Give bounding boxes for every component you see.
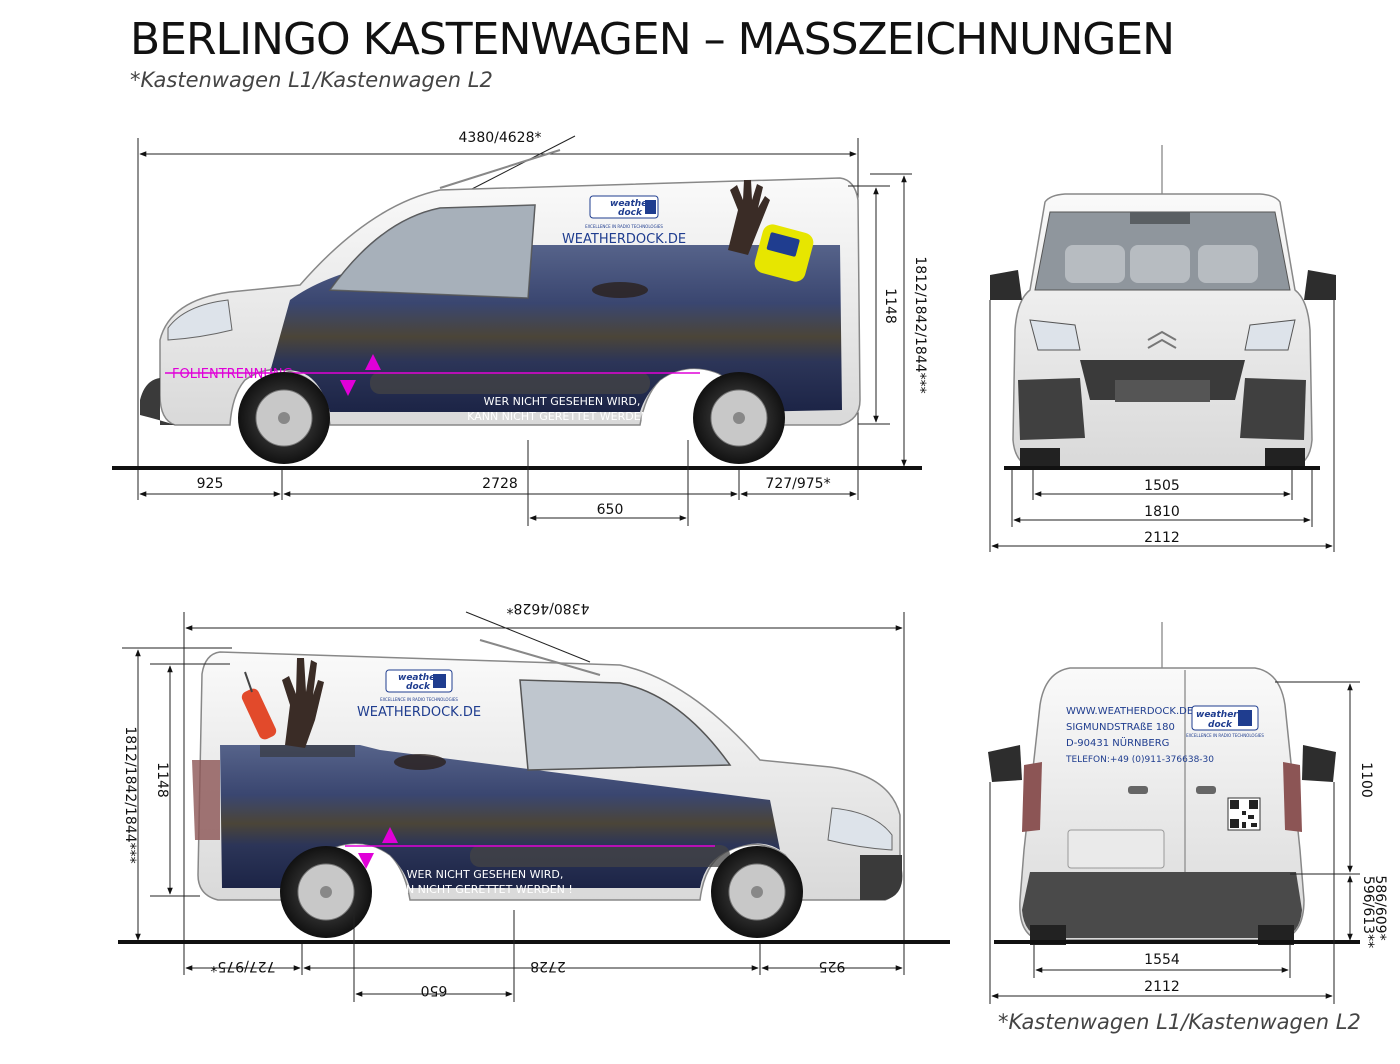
side-right-brand-logo: weather dock EXCELLENCE IN RADIO TECHNOL…: [380, 669, 458, 702]
side-right-taillight: [192, 760, 220, 840]
page-subtitle: *Kastenwagen L1/Kastenwagen L2: [130, 68, 493, 92]
rear-door-height-label: 1100: [1358, 762, 1374, 798]
side-left-swimmer: [592, 282, 648, 298]
side-right-wheelbase-label: 2728: [530, 958, 566, 974]
front-logo-icon: [1147, 330, 1177, 349]
front-headlight-right: [1244, 319, 1296, 351]
rear-contact-street: SIGMUNDSTRAßE 180: [1066, 722, 1175, 733]
side-right-length-label: 4380/4628*: [507, 600, 590, 616]
side-left-headlight: [167, 299, 233, 341]
side-right-front-overhang-label: 925: [819, 958, 846, 974]
side-left-window: [328, 204, 536, 299]
front-headlight-left: [1029, 319, 1081, 351]
side-right-slogan-line1: WER NICHT GESEHEN WIRD,: [407, 868, 564, 881]
front-mirror-left: [990, 270, 1022, 300]
rear-plate-area: [1067, 829, 1165, 869]
front-track-label: 1505: [1144, 478, 1180, 494]
rear-sill-height2-label: 596/613**: [1360, 876, 1376, 948]
side-left-total-height-label: 1812/1842/1844***: [912, 256, 928, 393]
side-left-hand: [728, 180, 770, 255]
front-width-mirrors-label: 2112: [1144, 530, 1180, 546]
side-right-brand-url: WEATHERDOCK.DE: [357, 705, 481, 720]
svg-text:dock: dock: [406, 682, 431, 692]
side-left-brand-url: WEATHERDOCK.DE: [562, 232, 686, 247]
side-left-arrow-down: [340, 380, 356, 396]
side-right-hand: [282, 658, 324, 748]
side-right-rear-overhang-label: 727/975*: [210, 958, 275, 974]
rear-qr-code-icon: [1227, 797, 1261, 831]
side-left-slogan-line2: KANN NICHT GERETTET WERDEN !: [467, 410, 657, 423]
rear-contact-url: WWW.WEATHERDOCK.DE: [1066, 706, 1193, 717]
rear-bumper: [1022, 872, 1302, 938]
svg-text:dock: dock: [1208, 720, 1233, 730]
side-left-arrow-up: [365, 354, 381, 370]
front-width-label: 1810: [1144, 504, 1180, 520]
svg-text:weather: weather: [398, 673, 440, 683]
side-left-slogan-line1: WER NICHT GESEHEN WIRD,: [484, 395, 641, 408]
rear-contact-city: D-90431 NÜRNBERG: [1066, 736, 1169, 749]
side-left-door-width-label: 650: [597, 502, 624, 518]
side-left-length-label: 4380/4628*: [459, 130, 542, 146]
side-view-left: 4380/4628* FOLIENTRENNUNG WER NICHT GESE…: [112, 130, 928, 526]
side-right-slogan-line2: KANN NICHT GERETTET WERDEN !: [383, 883, 573, 896]
side-left-rear-overhang-label: 727/975*: [765, 476, 830, 492]
side-left-brand-logo: weather dock EXCELLENCE IN RADIO TECHNOL…: [585, 195, 663, 229]
svg-text:weather: weather: [610, 199, 652, 209]
side-left-front-overhang-label: 925: [197, 476, 224, 492]
rear-width-mirrors-label: 2112: [1144, 979, 1180, 995]
side-right-body-height-label: 1148: [154, 762, 170, 798]
rear-taillight-left: [1022, 762, 1042, 832]
rear-mirror-right: [1302, 745, 1336, 782]
rear-contact-phone: TELEFON:+49 (0)911-376638-30: [1065, 755, 1214, 765]
side-left-body-height-label: 1148: [882, 288, 898, 324]
svg-text:dock: dock: [618, 208, 643, 218]
side-right-device: [241, 671, 277, 740]
svg-text:EXCELLENCE IN RADIO TECHNOLOGI: EXCELLENCE IN RADIO TECHNOLOGIES: [1186, 733, 1264, 738]
side-right-headlight: [827, 807, 893, 851]
page-title: BERLINGO KASTENWAGEN – MASSZEICHNUNGEN: [130, 14, 1175, 65]
side-right-window: [519, 679, 732, 771]
front-view: 1505 1810 2112: [989, 145, 1336, 552]
rear-sill-height-label: 586/609*: [1372, 875, 1388, 940]
side-right-arrow-up: [382, 827, 398, 843]
side-right-door-width-label: 650: [421, 982, 448, 998]
rear-track-label: 1554: [1144, 952, 1180, 968]
rear-view: WWW.WEATHERDOCK.DE SIGMUNDSTRAßE 180 D-9…: [988, 622, 1388, 1004]
front-mirror-right: [1304, 270, 1336, 300]
svg-text:EXCELLENCE IN RADIO TECHNOLOGI: EXCELLENCE IN RADIO TECHNOLOGIES: [585, 224, 663, 229]
side-left-wheelbase-label: 2728: [482, 476, 518, 492]
side-right-swimmer: [394, 754, 446, 770]
side-view-right: 4380/4628* WER NICHT GESEHEN WIRD, KANN …: [118, 600, 950, 1002]
side-right-arrow-down: [358, 853, 374, 869]
svg-text:EXCELLENCE IN RADIO TECHNOLOGI: EXCELLENCE IN RADIO TECHNOLOGIES: [380, 697, 458, 702]
footnote: *Kastenwagen L1/Kastenwagen L2: [998, 1010, 1361, 1034]
rear-brand-logo: weather dock EXCELLENCE IN RADIO TECHNOL…: [1186, 705, 1264, 738]
rear-taillight-right: [1283, 762, 1302, 832]
svg-text:weather: weather: [1196, 710, 1238, 720]
side-left-device: [754, 224, 814, 282]
side-right-total-height-label: 1812/1842/1844***: [122, 726, 138, 863]
rear-mirror-left: [988, 745, 1022, 782]
